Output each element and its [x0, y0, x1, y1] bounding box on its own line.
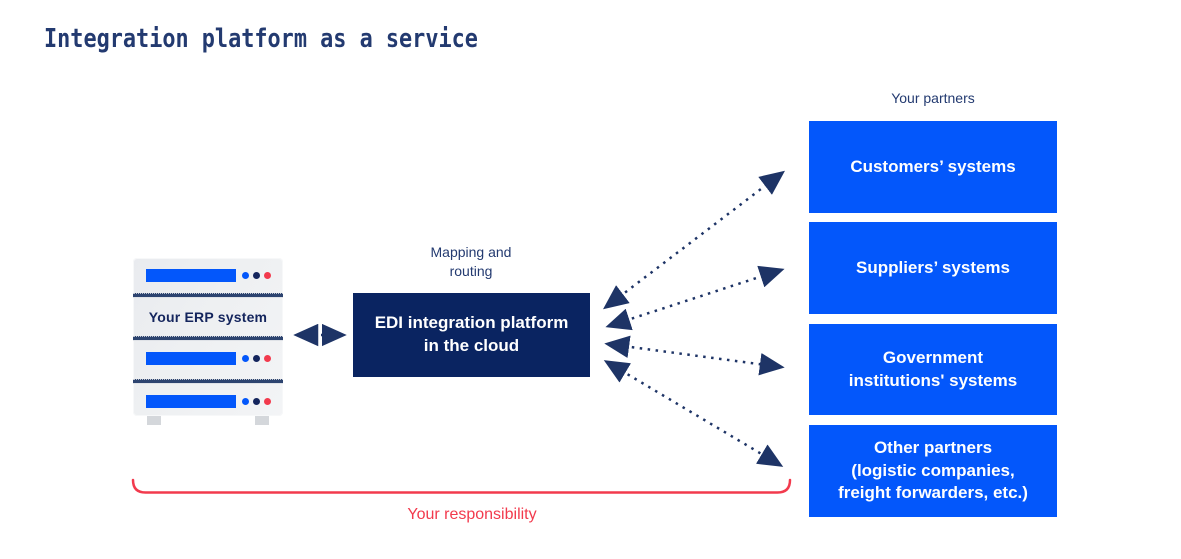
arrow-platform-to-government	[604, 335, 785, 376]
partner-box-suppliers: Suppliers’ systems	[809, 222, 1057, 314]
arrow-platform-to-suppliers	[605, 265, 785, 331]
edi-platform-box: EDI integration platform in the cloud	[353, 293, 590, 377]
server-rack: Your ERP system	[133, 258, 283, 416]
server-divider	[133, 379, 283, 384]
server-divider	[133, 293, 283, 298]
server-led-dots	[242, 272, 271, 279]
erp-server-icon: Your ERP system	[133, 258, 283, 425]
server-unit-top	[133, 258, 283, 293]
responsibility-bracket	[131, 478, 792, 494]
server-slot-bar	[146, 269, 236, 282]
server-slot-bar	[146, 395, 236, 408]
your-partners-heading: Your partners	[891, 90, 975, 106]
server-unit-middle	[133, 341, 283, 379]
partner-box-other: Other partners (logistic companies, frei…	[809, 425, 1057, 517]
arrow-platform-to-other	[603, 360, 784, 467]
server-slot-bar	[146, 352, 236, 365]
erp-system-label: Your ERP system	[148, 309, 268, 325]
responsibility-label: Your responsibility	[407, 506, 537, 523]
partner-box-customers: Customers’ systems	[809, 121, 1057, 213]
server-label-panel: Your ERP system	[133, 298, 283, 336]
page-title: Integration platform as a service	[44, 24, 478, 54]
arrow-platform-to-customers	[603, 170, 785, 310]
mapping-routing-caption: Mapping and routing	[430, 244, 512, 279]
server-divider	[133, 336, 283, 341]
server-feet	[133, 416, 283, 425]
server-led-dots	[242, 398, 271, 405]
server-led-dots	[242, 355, 271, 362]
partner-box-government: Government institutions' systems	[809, 324, 1057, 415]
server-unit-bottom	[133, 384, 283, 416]
